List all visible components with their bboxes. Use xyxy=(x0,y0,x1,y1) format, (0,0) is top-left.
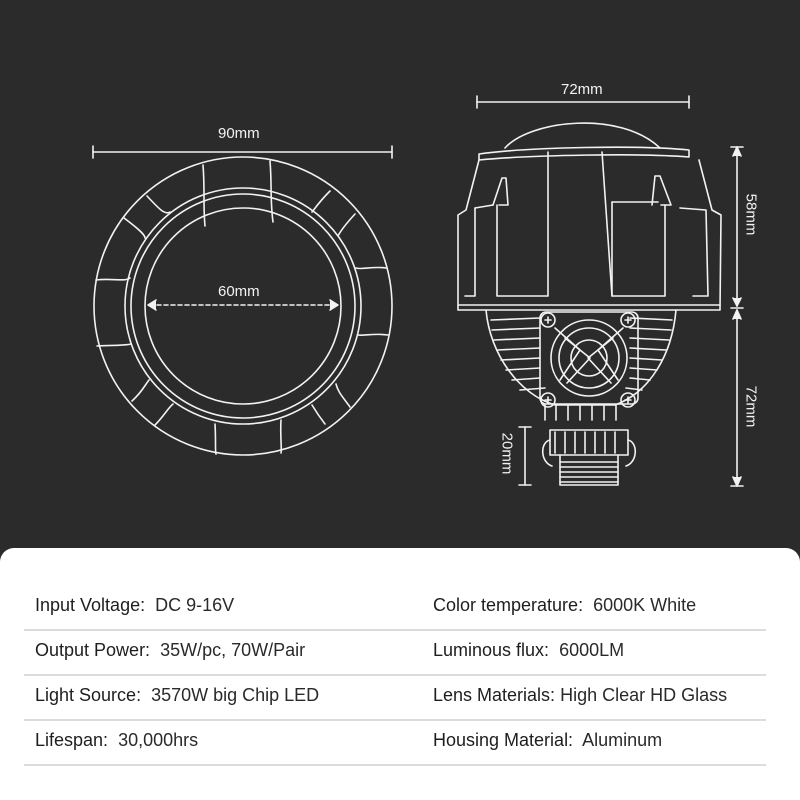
spec-panel: Input Voltage: DC 9-16V Color temperatur… xyxy=(0,548,800,800)
lens-width-label: 72mm xyxy=(561,81,603,98)
spec-row: Light Source: 3570W big Chip LED Lens Ma… xyxy=(24,676,766,721)
connector-height-label: 20mm xyxy=(498,432,516,475)
spec-light-source: Light Source: 3570W big Chip LED xyxy=(35,685,320,705)
front-view-ring-icon xyxy=(92,145,393,456)
spec-row: Lifespan: 30,000hrs Housing Material: Al… xyxy=(24,721,766,766)
spec-lifespan: Lifespan: 30,000hrs xyxy=(35,730,199,750)
housing-height-label: 58mm xyxy=(742,193,760,236)
spec-lens-materials: Lens Materials: High Clear HD Glass xyxy=(433,685,728,705)
spec-luminous-flux: Luminous flux: 6000LM xyxy=(433,640,625,660)
spec-row: Output Power: 35W/pc, 70W/Pair Luminous … xyxy=(24,631,766,676)
spec-output-power: Output Power: 35W/pc, 70W/Pair xyxy=(35,640,306,660)
body-height-label: 72mm xyxy=(742,385,760,428)
spec-row: Input Voltage: DC 9-16V Color temperatur… xyxy=(24,548,766,631)
spec-housing-material: Housing Material: Aluminum xyxy=(433,730,663,750)
diagram-drawing xyxy=(92,95,744,487)
dimension-diagram: 90mm 60mm 72mm 58mm 72mm 20mm xyxy=(92,81,760,487)
spec-table: Input Voltage: DC 9-16V Color temperatur… xyxy=(24,548,766,766)
inner-diameter-label: 60mm xyxy=(218,283,260,300)
spec-input-voltage: Input Voltage: DC 9-16V xyxy=(35,595,235,615)
side-view-projector-icon xyxy=(457,95,744,487)
spec-color-temperature: Color temperature: 6000K White xyxy=(433,595,697,615)
outer-diameter-label: 90mm xyxy=(218,125,260,142)
